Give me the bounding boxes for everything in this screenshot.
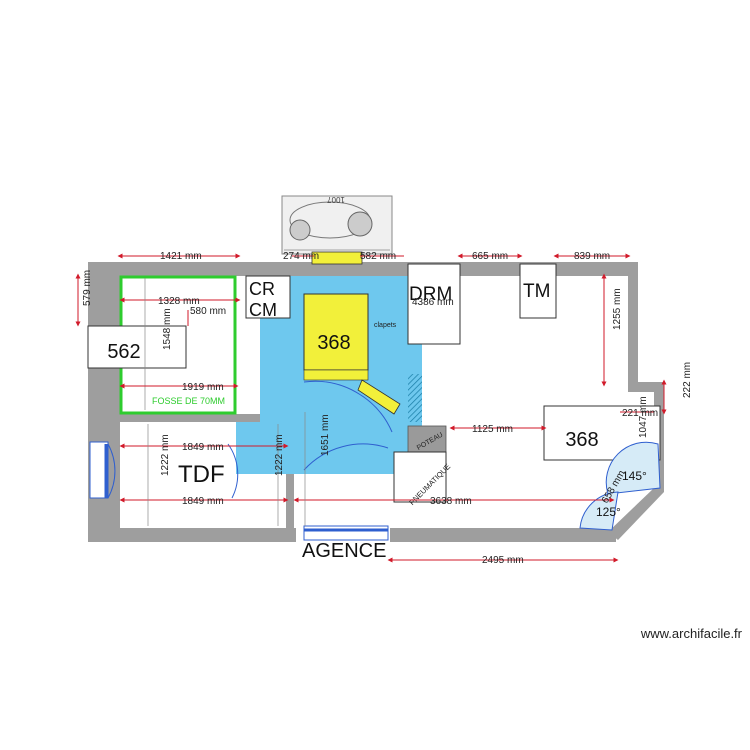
wall-bottom-right (390, 528, 616, 542)
room-368-right-label: 368 (565, 429, 598, 451)
archifacile-watermark: www.archifacile.fr (640, 626, 742, 641)
tdf-label: TDF (178, 461, 225, 488)
box-562: 562 (87, 325, 187, 369)
dim-3638: 3638 mm (430, 496, 472, 507)
yellow-lift: 368 (303, 251, 401, 415)
hatched-strip (408, 374, 422, 422)
room-368-yellow-label: 368 (317, 332, 350, 354)
dim-582: 582 mm (360, 251, 396, 262)
door-swing-right-145 (605, 441, 661, 495)
box-tm: TM (519, 263, 557, 319)
angle-125-label: 125° (596, 505, 621, 519)
cr-label: CR (249, 279, 275, 299)
dim-1548: 1548 mm (162, 308, 173, 350)
wall-mid-horizontal (120, 414, 294, 422)
cm-label: CM (249, 300, 277, 320)
wall-right-step (628, 382, 664, 392)
vehicle-sketch: 1007 (281, 195, 393, 255)
wall-bottom-left (88, 528, 296, 542)
cabinet-note: clapets (374, 322, 397, 329)
dim-580: 580 mm (190, 306, 226, 317)
dim-222: 222 mm (682, 362, 693, 398)
room-562-label: 562 (107, 341, 140, 363)
dim-1125: 1125 mm (472, 424, 513, 435)
dim-1849-bottom: 1849 mm (182, 496, 224, 507)
dim-274: 274 mm (283, 251, 319, 262)
vehicle-top-label: 1007 (327, 195, 345, 204)
door-swing-agence (303, 443, 389, 471)
door-swing-left (107, 443, 116, 499)
dim-4386: 4386 mm (412, 297, 454, 308)
door-tdf-left (89, 441, 109, 499)
dim-1222-left: 1222 mm (160, 434, 171, 476)
drm-label: DRM (409, 284, 452, 305)
door-swing-mid (227, 443, 239, 499)
doors (89, 380, 661, 541)
box-368-right: 368 (543, 405, 661, 461)
poteau: POTEAU (407, 425, 447, 453)
dim-665: 665 mm (472, 251, 508, 262)
dim-1651: 1651 mm (320, 414, 331, 456)
dim-1328: 1328 mm (158, 296, 200, 307)
fosse-label: FOSSE DE 70MM (152, 396, 225, 406)
dimension-lines (75, 253, 667, 563)
dim-1919: 1919 mm (182, 382, 224, 393)
door-swing-lift (303, 380, 393, 433)
wall-right-diagonal (608, 488, 664, 540)
wall-top-left (88, 262, 244, 276)
dim-2495: 2495 mm (482, 555, 524, 566)
box-drm: DRM (407, 263, 461, 345)
dim-221: 221 mm (622, 408, 658, 419)
dim-1849-top: 1849 mm (182, 442, 224, 453)
angle-145-label: 145° (622, 469, 647, 483)
dim-1222-right: 1222 mm (274, 434, 285, 476)
agence-label: AGENCE (302, 540, 386, 562)
door-agence (303, 525, 389, 541)
box-cr-cm: CR CM (245, 275, 291, 320)
wall-right-upper (628, 262, 638, 382)
tm-label: TM (523, 281, 550, 302)
dim-1421: 1421 mm (160, 251, 202, 262)
dim-839: 839 mm (574, 251, 610, 262)
dim-1047: 1047 mm (638, 396, 649, 438)
dim-579: 579 mm (82, 270, 93, 306)
dim-1255: 1255 mm (612, 288, 623, 330)
